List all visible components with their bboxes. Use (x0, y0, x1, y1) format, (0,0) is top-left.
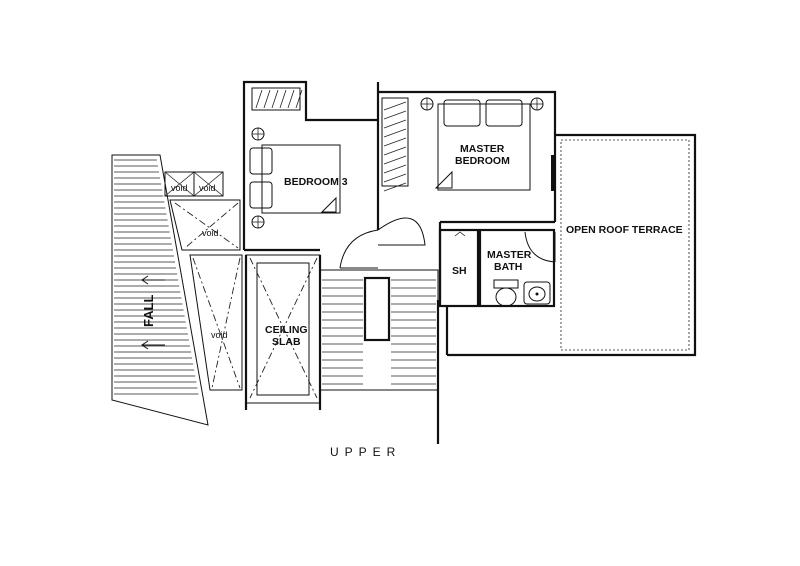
shower: SH (438, 228, 480, 308)
ceiling-slab: CEILING SLAB (244, 254, 322, 410)
shower-label: SH (452, 265, 467, 277)
lamp-icon (251, 127, 265, 141)
open-roof-terrace-label: OPEN ROOF TERRACE (566, 224, 683, 236)
master-bath-label-1: MASTER (487, 249, 532, 261)
fall-arrow-icon (141, 340, 165, 350)
bedroom-3: BEDROOM 3 (242, 80, 380, 252)
basin-icon (523, 281, 551, 305)
staircase (319, 269, 440, 444)
lamp-icon (251, 215, 265, 229)
lamp-icon (420, 97, 434, 111)
void-label: void (171, 183, 188, 193)
sloped-roof: FALL (111, 154, 209, 426)
master-bath: MASTER BATH (478, 228, 556, 308)
master-bedroom-label-1: MASTER (460, 143, 505, 155)
open-roof-terrace: OPEN ROOF TERRACE (445, 133, 697, 357)
void-label: void (199, 183, 216, 193)
ceiling-slab-label-2: SLAB (272, 336, 301, 348)
bedroom-3-label: BEDROOM 3 (284, 176, 348, 188)
ceiling-slab-label-1: CEILING (265, 324, 308, 336)
toilet-icon (493, 279, 519, 307)
master-bath-label-2: BATH (494, 261, 522, 273)
void-areas: void void void void (164, 171, 243, 391)
void-label: void (202, 228, 219, 238)
master-bedroom-label-2: BEDROOM (455, 155, 510, 167)
fall-label: FALL (141, 294, 156, 327)
fall-arrow-icon (141, 275, 165, 285)
lamp-icon (530, 97, 544, 111)
master-bedroom: MASTER BEDROOM (378, 90, 557, 300)
void-label: void (211, 330, 228, 340)
floor-caption: UPPER (330, 445, 401, 459)
